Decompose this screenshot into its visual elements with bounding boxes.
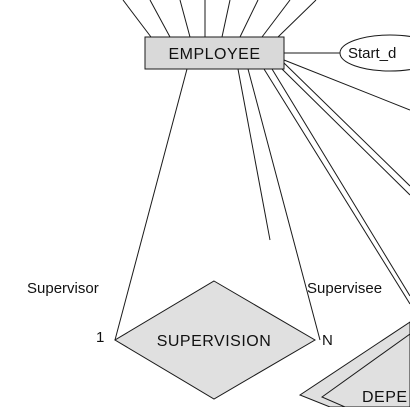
dependent-entity-label: DEPE [362, 389, 408, 406]
connector-line [221, 0, 231, 38]
supervisor-role-label: Supervisor [27, 280, 99, 297]
start-date-attribute[interactable]: Start_d [339, 34, 410, 72]
employee-top-connectors [122, 0, 317, 38]
connector-line [283, 62, 410, 187]
connector-line [261, 0, 291, 38]
supervision-role-lines [114, 68, 321, 341]
connector-line [283, 59, 410, 111]
supervision-relationship-label: SUPERVISION [157, 333, 272, 350]
connector-line [122, 0, 152, 38]
supervisor-role-line-inner [237, 68, 271, 241]
connector-line [239, 0, 259, 38]
employee-entity-label: EMPLOYEE [168, 46, 260, 63]
participation-line [263, 68, 410, 305]
start-date-attribute-label: Start_d [348, 45, 396, 62]
supervisee-role-label: Supervisee [307, 280, 382, 297]
supervisee-role-line [247, 68, 321, 341]
employee-entity[interactable]: EMPLOYEE [144, 36, 285, 70]
employee-dependents-connectors [263, 59, 410, 305]
connector-line [179, 0, 191, 38]
cardinality-1-label: 1 [96, 329, 104, 346]
cardinality-n-label: N [322, 332, 333, 349]
supervisor-role-line [114, 68, 188, 341]
dependents-identifying-relationship[interactable]: DEPE [298, 321, 410, 408]
participation-line [271, 68, 410, 297]
connector-line [149, 0, 171, 38]
connector-line [281, 68, 410, 196]
supervision-relationship[interactable]: SUPERVISION [114, 280, 316, 400]
connector-line [277, 0, 317, 38]
